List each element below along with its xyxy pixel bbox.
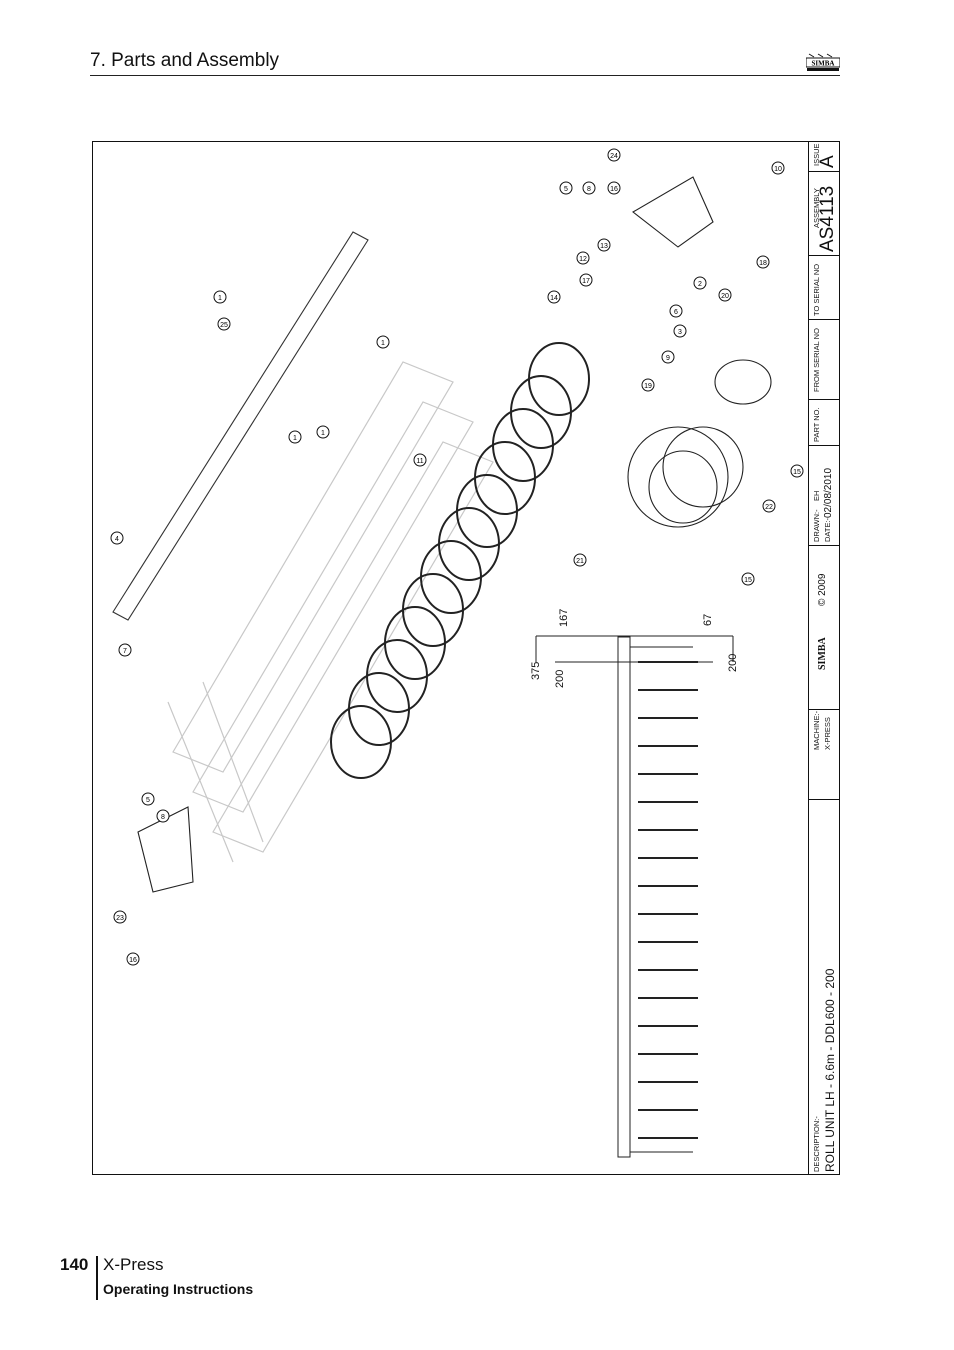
part-no-cell: PART NO.	[809, 400, 840, 446]
svg-text:20: 20	[721, 293, 729, 300]
svg-text:21: 21	[576, 558, 584, 565]
svg-text:4: 4	[115, 536, 119, 543]
svg-text:200: 200	[727, 654, 739, 672]
page-number: 140	[60, 1255, 89, 1274]
svg-text:8: 8	[587, 186, 591, 193]
svg-text:1: 1	[293, 435, 297, 442]
description-value: ROLL UNIT LH - 6.6m - DDL600 - 200	[823, 968, 837, 1172]
to-serial-cell: TO SERIAL NO	[809, 256, 840, 320]
svg-text:7: 7	[123, 648, 127, 655]
copyright-text: © 2009	[817, 573, 828, 606]
assembly-cell: ASSEMBLY AS4113	[809, 172, 840, 256]
svg-text:2: 2	[698, 281, 702, 288]
drawn-label: DRAWN:-	[812, 509, 821, 542]
simba-logo: SIMBA	[806, 53, 840, 71]
side-elevation	[535, 635, 734, 1158]
description-label: DESCRIPTION:-	[812, 1116, 821, 1172]
machine-label: MACHINE:-	[812, 710, 821, 750]
svg-text:16: 16	[129, 957, 137, 964]
svg-text:17: 17	[582, 278, 590, 285]
issue-cell: ISSUE A	[809, 142, 840, 172]
svg-text:16: 16	[610, 186, 618, 193]
svg-text:6: 6	[674, 309, 678, 316]
section-title: 7. Parts and Assembly	[90, 50, 280, 71]
svg-text:1: 1	[321, 430, 325, 437]
svg-text:12: 12	[579, 256, 587, 263]
from-serial-label: FROM SERIAL NO	[812, 328, 821, 392]
svg-text:19: 19	[644, 383, 652, 390]
assembly-drawing: 1 25 1 1 1 4 7 11 5 8 23 16 5 8 16 13 12…	[92, 141, 840, 1175]
svg-text:67: 67	[702, 614, 714, 626]
machine-value: X-PRESS	[823, 717, 832, 750]
logo-copyright-cell: © 2009 SIMBA	[809, 546, 840, 710]
drawn-date-cell: DRAWN:- EH DATE:- 02/08/2010	[809, 446, 840, 546]
logo-text: SIMBA	[812, 60, 835, 68]
disc-stack	[330, 342, 590, 779]
svg-text:13: 13	[600, 243, 608, 250]
callouts: 1 25 1 1 1 4 7 11 5 8 23 16 5 8 16 13 12…	[110, 148, 804, 966]
svg-text:167: 167	[558, 609, 570, 627]
svg-text:375: 375	[530, 662, 542, 680]
svg-text:8: 8	[161, 814, 165, 821]
date-value: 02/08/2010	[823, 467, 834, 518]
svg-text:24: 24	[610, 153, 618, 160]
svg-text:15: 15	[793, 469, 801, 476]
svg-text:23: 23	[116, 915, 124, 922]
drawn-value: EH	[812, 490, 821, 501]
svg-text:18: 18	[759, 260, 767, 267]
issue-value: A	[817, 155, 838, 168]
assembly-value: AS4113	[817, 185, 838, 252]
end-plates	[137, 176, 772, 893]
document-subtitle: Operating Instructions	[103, 1281, 254, 1297]
to-serial-label: TO SERIAL NO	[812, 263, 821, 316]
svg-text:9: 9	[666, 355, 670, 362]
svg-text:25: 25	[220, 322, 228, 329]
svg-text:22: 22	[765, 504, 773, 511]
svg-text:11: 11	[416, 458, 423, 465]
svg-text:15: 15	[744, 577, 752, 584]
date-label: DATE:-	[823, 517, 832, 542]
header-divider	[90, 75, 840, 76]
svg-text:200: 200	[554, 670, 566, 688]
drawing-logo: SIMBA	[817, 637, 828, 670]
dimensions: 167 375 200 67 200	[530, 609, 739, 688]
svg-text:5: 5	[564, 186, 568, 193]
svg-text:1: 1	[381, 340, 385, 347]
machine-cell: MACHINE:- X-PRESS	[809, 710, 840, 800]
svg-text:1: 1	[218, 295, 222, 302]
frame-outline	[167, 361, 494, 863]
from-serial-cell: FROM SERIAL NO	[809, 320, 840, 400]
part-no-label: PART NO.	[812, 407, 821, 442]
svg-text:3: 3	[678, 329, 682, 336]
svg-text:14: 14	[550, 295, 558, 302]
svg-text:10: 10	[774, 166, 782, 173]
description-cell: DESCRIPTION:- ROLL UNIT LH - 6.6m - DDL6…	[809, 800, 840, 1174]
svg-text:5: 5	[146, 797, 150, 804]
product-name: X-Press	[103, 1255, 164, 1274]
exploded-view-drawing: 1 25 1 1 1 4 7 11 5 8 23 16 5 8 16 13 12…	[110, 148, 804, 1158]
title-block: ISSUE A ASSEMBLY AS4113 TO SERIAL NO FRO…	[808, 142, 840, 1174]
tine-bar	[112, 231, 369, 621]
footer-divider	[96, 1256, 98, 1300]
